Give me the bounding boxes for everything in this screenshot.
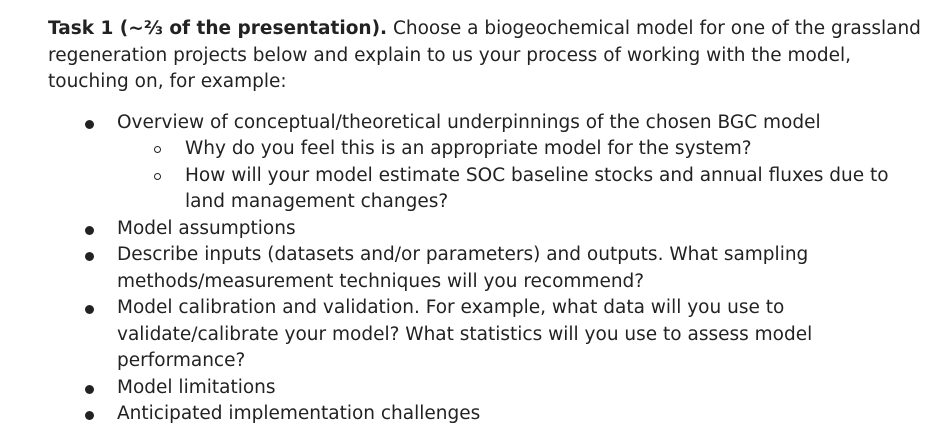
filled-bullet-icon	[85, 119, 94, 129]
sub-list-item: Why do you feel this is an appropriate m…	[117, 136, 925, 163]
task-intro-paragraph: Task 1 (~⅔ of the presentation). Choose …	[48, 16, 928, 96]
hollow-bullet-icon	[154, 146, 161, 153]
list-item: Model limitations	[48, 375, 937, 402]
sub-list-item: How will your model estimate SOC baselin…	[117, 163, 925, 216]
list-item-text: Model limitations	[117, 376, 276, 398]
list-item-text: Anticipated implementation challenges	[117, 403, 481, 424]
list-item-text: Model calibration and validation. For ex…	[117, 297, 813, 371]
filled-bullet-icon	[85, 225, 94, 235]
list-item-text: Model assumptions	[117, 217, 296, 239]
filled-bullet-icon	[85, 305, 94, 314]
filled-bullet-icon	[85, 384, 94, 394]
list-item: Overview of conceptual/theoretical under…	[48, 110, 937, 216]
filled-bullet-icon	[85, 252, 94, 261]
task-bullet-list: Overview of conceptual/theoretical under…	[48, 110, 938, 428]
task-intro-text: Choose a biogeochemical model for one of…	[48, 18, 921, 92]
sub-list-item-text: How will your model estimate SOC baselin…	[185, 164, 889, 213]
task-title: Task 1 (~⅔ of the presentation).	[48, 18, 388, 39]
list-item: Anticipated implementation challenges	[48, 401, 937, 428]
list-item: Describe inputs (datasets and/or paramet…	[48, 242, 937, 295]
filled-bullet-icon	[85, 411, 94, 420]
list-item: Model calibration and validation. For ex…	[48, 295, 937, 375]
sub-list-item-text: Why do you feel this is an appropriate m…	[185, 138, 752, 159]
list-item-text: Describe inputs (datasets and/or paramet…	[117, 244, 809, 292]
sub-bullet-list: Why do you feel this is an appropriate m…	[117, 136, 937, 216]
list-item: Model assumptions	[48, 216, 937, 243]
hollow-bullet-icon	[154, 172, 161, 180]
list-item-text: Overview of conceptual/theoretical under…	[117, 111, 821, 133]
